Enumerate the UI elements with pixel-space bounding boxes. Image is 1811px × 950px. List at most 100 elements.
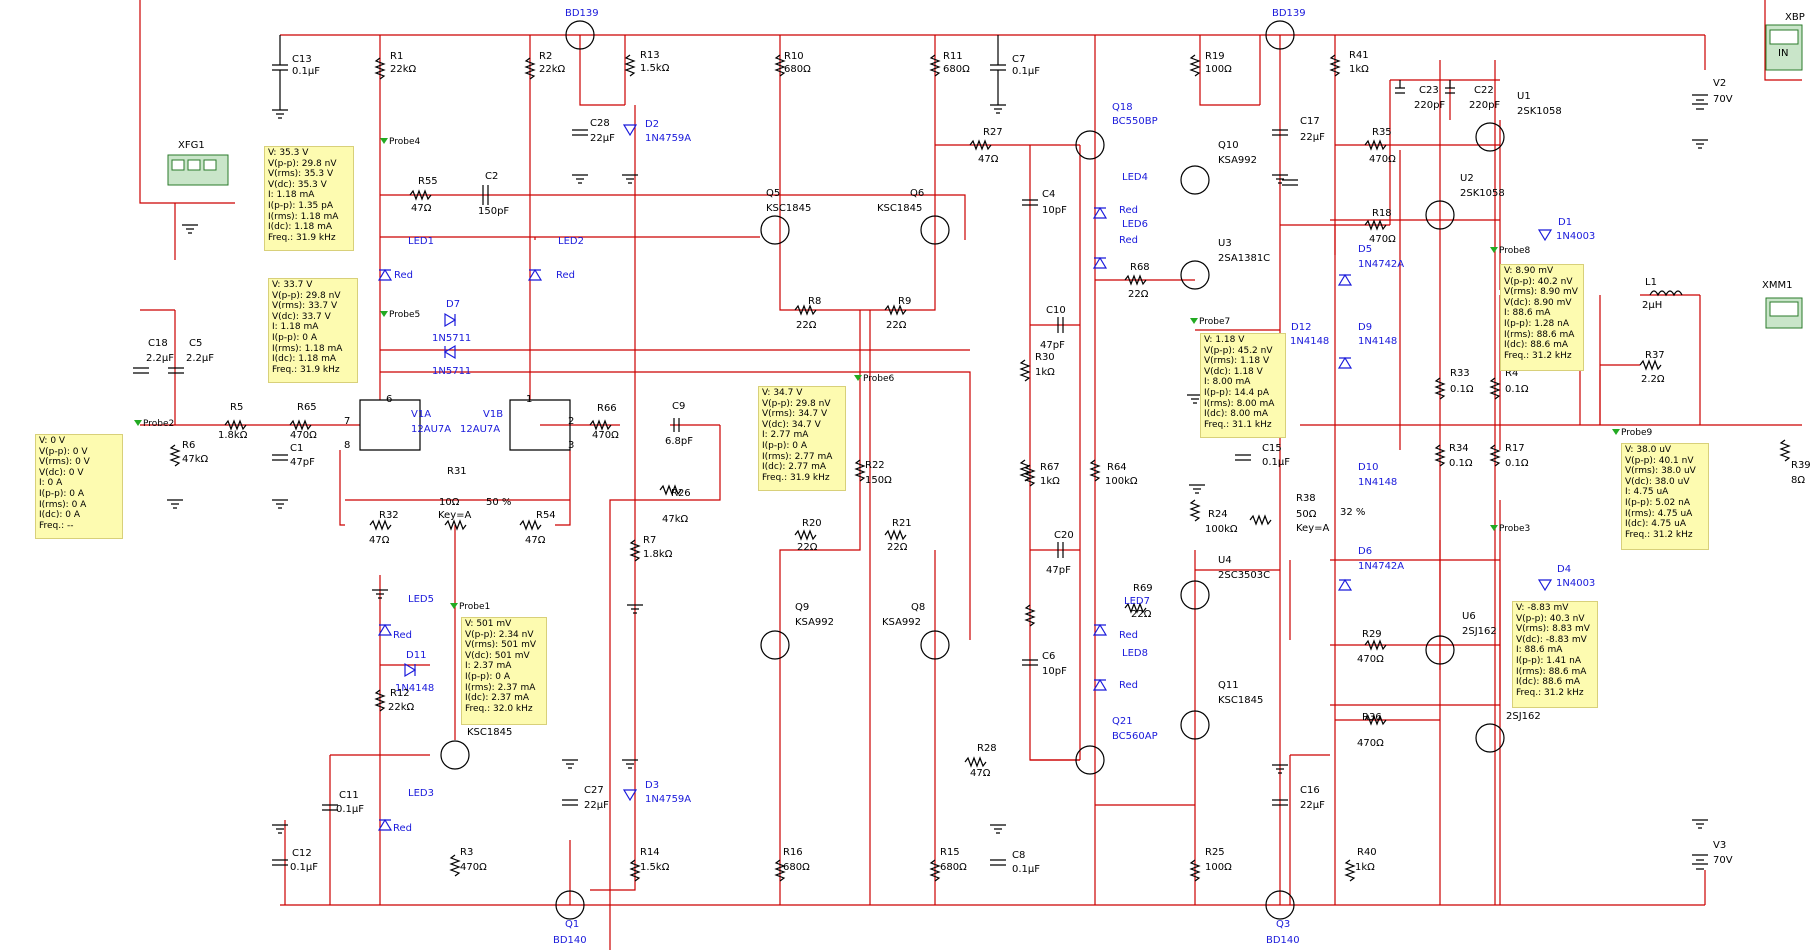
probe3-line: V: -8.83 mV xyxy=(1516,603,1569,613)
c20-value: 47pF xyxy=(1046,565,1071,576)
c18-label: C18 xyxy=(148,338,168,349)
r22-value: 150Ω xyxy=(865,475,892,486)
r54-label: R54 xyxy=(536,510,556,521)
probe6-line: V: 34.7 V xyxy=(762,388,803,398)
probe1-line: I(p-p): 0 A xyxy=(465,671,510,682)
resistor-symbols xyxy=(169,54,1791,882)
probe7-line: I(rms): 8.00 mA xyxy=(1204,398,1275,409)
u1-value: 2SK1058 xyxy=(1517,106,1562,117)
probe6-tag[interactable]: Probe6 xyxy=(854,374,894,384)
r30-label: R30 xyxy=(1035,352,1055,363)
probe3-readout: V: -8.83 mV V(p-p): 40.3 nV V(rms): 8.83… xyxy=(1512,601,1598,708)
r21-value: 22Ω xyxy=(887,542,908,553)
r6-value: 47kΩ xyxy=(182,454,209,465)
r32-label: R32 xyxy=(379,510,399,521)
d6-value: 1N4742A xyxy=(1358,561,1405,572)
d11-value: 1N4148 xyxy=(395,683,435,694)
led1-red: Red xyxy=(394,270,413,281)
q4-model: BD139 xyxy=(565,8,599,19)
multimeter-box xyxy=(1765,297,1803,329)
probe4-tag[interactable]: Probe4 xyxy=(380,137,420,147)
probe9-tag[interactable]: Probe9 xyxy=(1612,428,1652,438)
c2-value: 150pF xyxy=(478,206,510,217)
q3-value: BD140 xyxy=(1266,935,1300,946)
probe2-line: V(p-p): 0 V xyxy=(39,446,88,457)
probe1-readout: V: 501 mV V(p-p): 2.34 nV V(rms): 501 mV… xyxy=(461,617,547,725)
v2-value: 70V xyxy=(1713,94,1733,105)
probe1-line: V(dc): 501 mV xyxy=(465,650,530,661)
c20-label: C20 xyxy=(1054,530,1074,541)
probe6-readout: V: 34.7 V V(p-p): 29.8 nV V(rms): 34.7 V… xyxy=(758,386,846,491)
probe1-tag[interactable]: Probe1 xyxy=(450,602,490,612)
probe4-line: I(rms): 1.18 mA xyxy=(268,211,339,222)
u2-value: 2SK1058 xyxy=(1460,188,1505,199)
r18-label: R18 xyxy=(1372,208,1392,219)
v3-label: V3 xyxy=(1713,840,1727,851)
q5-value: KSC1845 xyxy=(766,203,812,214)
probe1-line: Freq.: 32.0 kHz xyxy=(465,703,533,714)
c28-label: C28 xyxy=(590,118,610,129)
probe8-line: I: 88.6 mA xyxy=(1504,308,1551,319)
probe5-readout: V: 33.7 V V(p-p): 29.8 nV V(rms): 33.7 V… xyxy=(268,278,358,383)
r12-value: 22kΩ xyxy=(388,702,415,713)
probe2-line: V: 0 V xyxy=(39,436,66,446)
led3-red: Red xyxy=(393,823,412,834)
r69-label: R69 xyxy=(1133,583,1153,594)
probe5-line: V(dc): 33.7 V xyxy=(272,311,331,322)
probe7-tag[interactable]: Probe7 xyxy=(1190,317,1230,327)
q8-label: Q8 xyxy=(911,602,926,613)
d10-value: 1N4148 xyxy=(1358,477,1398,488)
r1-label: R1 xyxy=(390,51,404,62)
r15-label: R15 xyxy=(940,847,960,858)
r54-value: 47Ω xyxy=(525,535,546,546)
r34-value: 0.1Ω xyxy=(1449,458,1473,469)
probe7-readout: V: 1.18 V V(p-p): 45.2 nV V(rms): 1.18 V… xyxy=(1200,333,1286,438)
r20-value: 22Ω xyxy=(797,542,818,553)
probe5-line: I: 1.18 mA xyxy=(272,322,319,333)
probe4-line: I(p-p): 1.35 pA xyxy=(268,200,334,211)
q6-label: Q6 xyxy=(910,188,925,199)
probe3-line: Freq.: 31.2 kHz xyxy=(1516,687,1584,698)
probe4-line: Freq.: 31.9 kHz xyxy=(268,232,336,243)
function-generator-box xyxy=(167,154,229,186)
r10-value: 680Ω xyxy=(784,64,811,75)
c15-value: 0.1µF xyxy=(1262,457,1291,468)
probe5-tag[interactable]: Probe5 xyxy=(380,310,420,320)
probe1-line: I(rms): 2.37 mA xyxy=(465,682,536,693)
r12-label: R12 xyxy=(390,688,410,699)
c17-label: C17 xyxy=(1300,116,1320,127)
probe9-readout: V: 38.0 uV V(p-p): 40.1 nV V(rms): 38.0 … xyxy=(1621,443,1709,550)
q9-label: Q9 xyxy=(795,602,810,613)
led8-red: Red xyxy=(1119,680,1138,691)
probe3-line: I(rms): 88.6 mA xyxy=(1516,666,1587,677)
probe2-line: Freq.: -- xyxy=(39,520,74,531)
probe8-tag[interactable]: Probe8 xyxy=(1490,246,1530,256)
led7-red: Red xyxy=(1119,630,1138,641)
probe3-tag[interactable]: Probe3 xyxy=(1490,524,1530,534)
probe1-line: V(rms): 501 mV xyxy=(465,640,537,651)
v1b-label: V1B xyxy=(483,409,504,420)
probe5-line: Freq.: 31.9 kHz xyxy=(272,364,340,375)
r16-value: 680Ω xyxy=(783,862,810,873)
transistor-symbols xyxy=(359,20,1505,920)
r55-label: R55 xyxy=(418,176,438,187)
q9-value: KSA992 xyxy=(795,617,835,628)
d8-value: 1N5711 xyxy=(432,366,472,377)
led2-label: LED2 xyxy=(558,236,584,247)
r55-value: 47Ω xyxy=(411,203,432,214)
r22-label: R22 xyxy=(865,460,885,471)
r3-value: 470Ω xyxy=(460,862,487,873)
probe9-line: V(rms): 38.0 uV xyxy=(1625,466,1696,477)
probe6-line: I(rms): 2.77 mA xyxy=(762,451,833,462)
pin1: 1 xyxy=(526,394,533,405)
c10-label: C10 xyxy=(1046,305,1066,316)
c1-value: 47pF xyxy=(290,457,315,468)
c22-label: C22 xyxy=(1474,85,1494,96)
probe2-tag[interactable]: Probe2 xyxy=(134,419,174,429)
r17-label: R17 xyxy=(1505,443,1525,454)
probe8-line: V(dc): 8.90 mV xyxy=(1504,297,1572,308)
probe9-line: I: 4.75 uA xyxy=(1625,487,1669,498)
c7-label: C7 xyxy=(1012,54,1026,65)
probe4-readout: V: 35.3 V V(p-p): 29.8 nV V(rms): 35.3 V… xyxy=(264,146,354,251)
l1-label: L1 xyxy=(1645,277,1657,288)
